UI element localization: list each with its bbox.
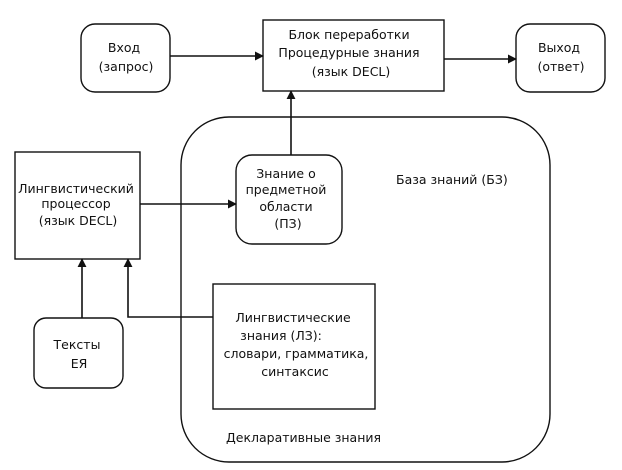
knowledge-base-caption: Декларативные знания — [226, 430, 381, 445]
texts-node-label: Тексты ЕЯ — [53, 337, 105, 371]
linguistic-processor-node — [14, 151, 141, 260]
linguistic-knowledge-node — [212, 283, 376, 410]
input-node-label: Вход (запрос) — [99, 40, 154, 74]
knowledge-base-title: База знаний (БЗ) — [396, 172, 508, 187]
input-node — [80, 23, 171, 93]
linguistic-processor-label: Лингвистический процессор (язык DECL) — [18, 181, 138, 228]
linguistic-knowledge-label: Лингвистические знания (ЛЗ): словари, гр… — [224, 310, 373, 379]
subject-knowledge-label: Знание о предметной области (ПЗ) — [246, 166, 331, 231]
processing-block — [262, 19, 445, 92]
processing-block-label: Блок переработки Процедурные знания (язы… — [278, 27, 423, 79]
arrow-linguistic-knowledge-to-processor — [123, 258, 213, 318]
output-node — [515, 23, 606, 93]
texts-node — [33, 317, 124, 389]
output-node-label: Выход (ответ) — [537, 40, 584, 74]
